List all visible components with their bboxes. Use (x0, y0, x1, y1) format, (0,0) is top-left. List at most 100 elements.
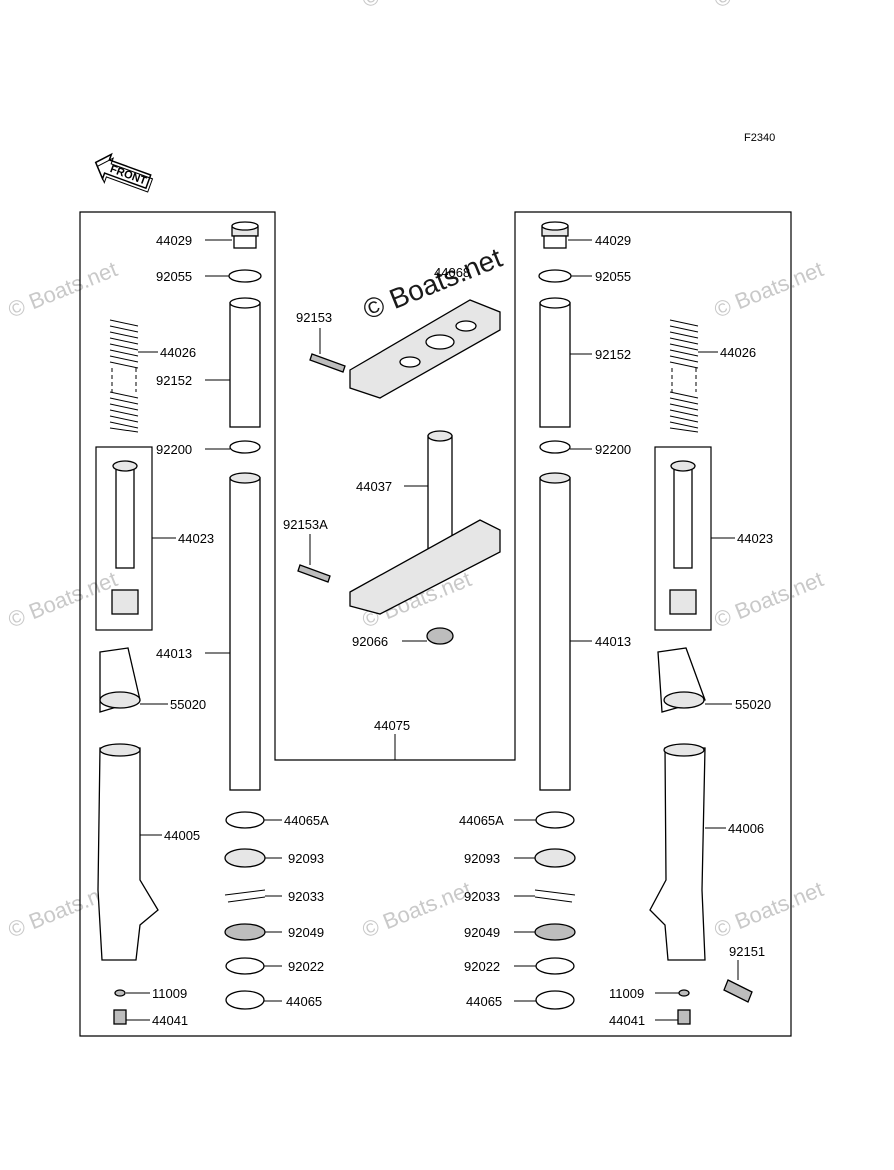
part-92093-right (534, 848, 576, 868)
watermark-1: © Boats.net (5, 256, 121, 322)
label-92153A: 92153A (283, 517, 328, 532)
diagram-code: F2340 (744, 132, 775, 144)
watermark-9: © Boats.net (359, 0, 475, 13)
part-44005 (97, 747, 159, 961)
label-55020-right: 55020 (735, 697, 771, 712)
label-44068: 44068 (434, 265, 470, 280)
part-44013-right-top (539, 472, 571, 484)
label-11009-left: 11009 (152, 986, 187, 1001)
part-44065-left (225, 990, 265, 1010)
label-92022-right: 92022 (464, 959, 500, 974)
front-arrow-shadow (96, 157, 154, 193)
part-92200-right (539, 440, 571, 454)
label-44075: 44075 (374, 718, 410, 733)
label-44005: 44005 (164, 828, 200, 843)
part-55020-left-ring (99, 691, 141, 709)
part-92033-right (534, 889, 576, 903)
label-92066: 92066 (352, 634, 388, 649)
leader-lines (126, 239, 739, 1021)
part-92152-right (539, 302, 571, 428)
part-92152-right-top (539, 297, 571, 309)
label-92093-right: 92093 (464, 851, 500, 866)
part-92152-left (229, 302, 261, 428)
part-44065A-right (535, 811, 575, 829)
label-44029-left: 44029 (156, 233, 192, 248)
part-44026-left (109, 319, 139, 433)
label-92049-right: 92049 (464, 925, 500, 940)
part-44023-right-top (670, 460, 696, 472)
label-44029-right: 44029 (595, 233, 631, 248)
part-44029-left-body (233, 235, 257, 249)
label-92152-right: 92152 (595, 347, 631, 362)
label-44041-left: 44041 (152, 1013, 188, 1028)
part-92153 (309, 353, 346, 373)
right-fork-parts (534, 221, 753, 1025)
part-44041-right (677, 1009, 691, 1025)
part-92151 (723, 979, 753, 1003)
part-11009-right (678, 989, 690, 997)
part-92055-right (538, 269, 572, 283)
part-44023-left-rod (115, 467, 135, 569)
part-44065A-left (225, 811, 265, 829)
part-92153A (297, 564, 331, 583)
label-44023-right: 44023 (737, 531, 773, 546)
part-92049-left (224, 923, 266, 941)
label-44041-right: 44041 (609, 1013, 645, 1028)
label-92200-right: 92200 (595, 442, 631, 457)
part-44013-left-top (229, 472, 261, 484)
label-92049-left: 92049 (288, 925, 324, 940)
part-44037-top (427, 430, 453, 442)
part-44065-right (535, 990, 575, 1010)
label-92055-right: 92055 (595, 269, 631, 284)
label-11009-right: 11009 (609, 986, 644, 1001)
part-44026-right (669, 319, 699, 433)
watermark-7: © Boats.net (359, 876, 475, 942)
part-92093-left (224, 848, 266, 868)
watermark-4: © Boats.net (711, 566, 827, 632)
part-92033-left (224, 889, 266, 903)
label-55020-left: 55020 (170, 697, 206, 712)
part-44006 (649, 747, 706, 961)
label-44065-right: 44065 (466, 994, 502, 1009)
part-44029-right-body (543, 235, 567, 249)
label-44013-left: 44013 (156, 646, 192, 661)
part-92022-left (225, 957, 265, 975)
left-fork-parts (95, 221, 266, 1025)
front-arrow: FRONT (94, 152, 154, 193)
part-44006-top (663, 743, 705, 757)
front-arrow-icon (94, 152, 152, 190)
part-44005-top (99, 743, 141, 757)
label-92055-left: 92055 (156, 269, 192, 284)
label-44065A-left: 44065A (284, 813, 329, 828)
watermark-8: © Boats.net (711, 876, 827, 942)
label-44037: 44037 (356, 479, 392, 494)
center-parts: © Boats.net (297, 242, 506, 645)
part-44068-hole (425, 334, 455, 350)
label-44006: 44006 (728, 821, 764, 836)
part-92055-left (228, 269, 262, 283)
part-92022-right (535, 957, 575, 975)
part-92066 (426, 627, 454, 645)
part-92152-left-top (229, 297, 261, 309)
part-11009-left (114, 989, 126, 997)
watermark-2: © Boats.net (711, 256, 827, 322)
part-92049-right (534, 923, 576, 941)
part-44023-right-base (669, 589, 697, 615)
part-44023-right-rod (673, 467, 693, 569)
label-92022-left: 92022 (288, 959, 324, 974)
label-44026-right: 44026 (720, 345, 756, 360)
part-44041-left (113, 1009, 127, 1025)
label-44026-left: 44026 (160, 345, 196, 360)
label-92093-left: 92093 (288, 851, 324, 866)
watermark-3: © Boats.net (5, 566, 121, 632)
part-55020-right-ring (663, 691, 705, 709)
part-44013-right (539, 477, 571, 791)
label-92033-right: 92033 (464, 889, 500, 904)
part-44037-clamp (349, 519, 501, 615)
part-labels: 44029 92055 44026 92152 92200 44023 4401… (152, 233, 773, 1028)
part-44029-left-cap (231, 221, 259, 231)
label-92200-left: 92200 (156, 442, 192, 457)
part-44068-hole-3 (455, 320, 477, 332)
label-44065-left: 44065 (286, 994, 322, 1009)
